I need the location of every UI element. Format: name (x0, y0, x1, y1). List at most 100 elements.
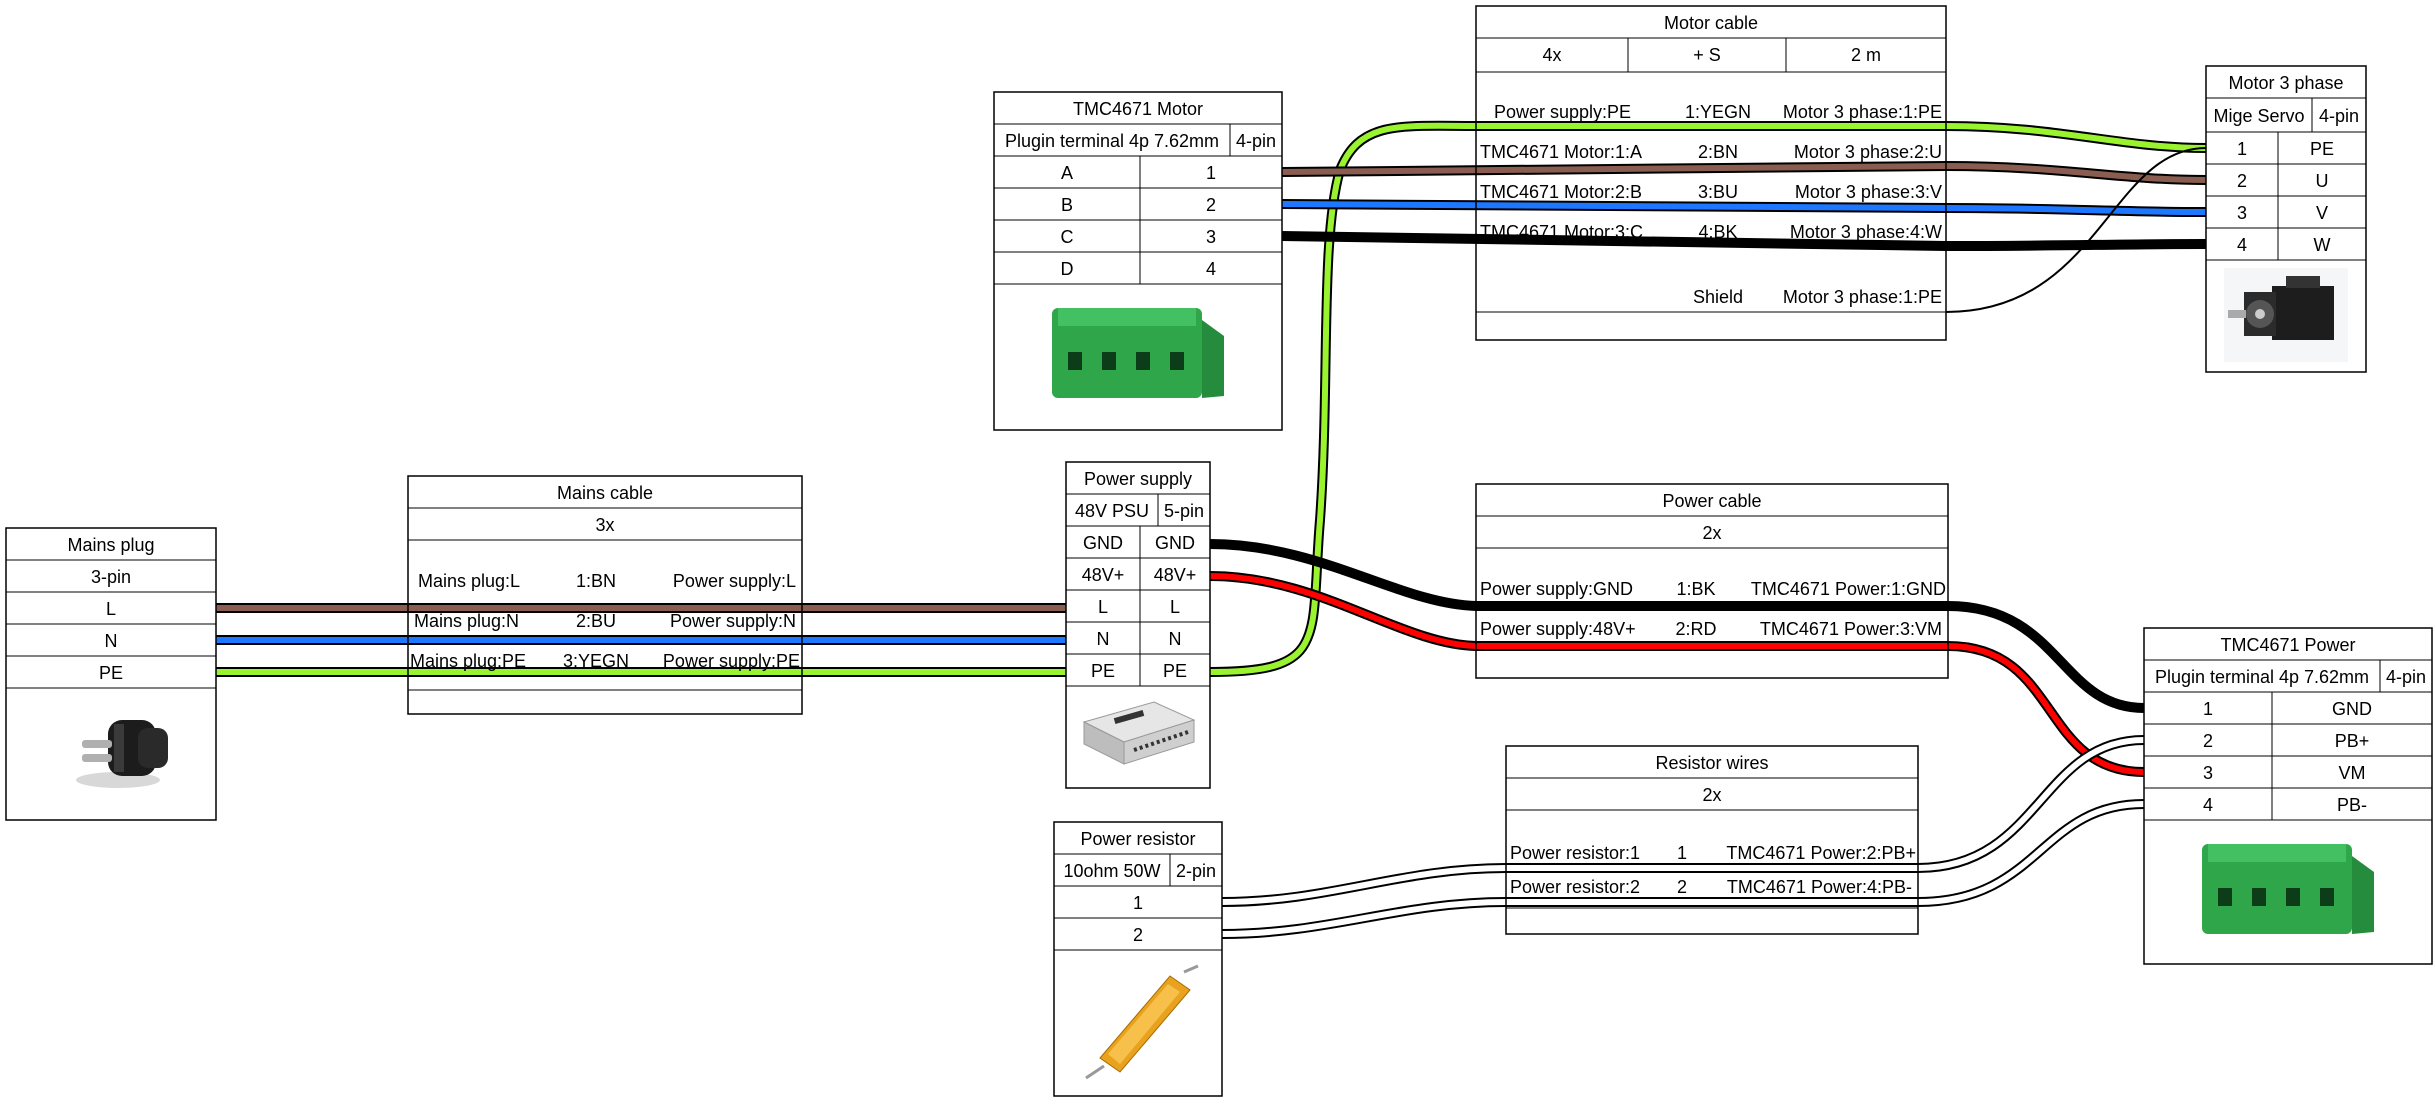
wire-to: TMC4671 Power:1:GND (1751, 579, 1946, 599)
wire-from: Power resistor:2 (1510, 877, 1640, 897)
connector-title: Mains plug (67, 535, 154, 555)
connector-type: 10ohm 50W (1063, 861, 1160, 881)
cable-title: Power cable (1662, 491, 1761, 511)
wire-to: Motor 3 phase:2:U (1794, 142, 1942, 162)
pin-label: PE (99, 663, 123, 683)
pin-label: 4 (2203, 795, 2213, 815)
connector-mains-plug: Mains plug 3-pin L N PE (5, 527, 217, 821)
shield-to: Motor 3 phase:1:PE (1783, 287, 1942, 307)
cable-mains: Mains cable 3x Mains plug:L 1:BN Power s… (407, 475, 803, 715)
wire-from: Mains plug:N (414, 611, 519, 631)
pin-label: N (105, 631, 118, 651)
pin-label: PB+ (2335, 731, 2370, 751)
pin-label: 1 (2203, 699, 2213, 719)
pin-label: 1 (1206, 163, 1216, 183)
pin-label: 2 (2237, 171, 2247, 191)
wire-label: 1:BK (1676, 579, 1715, 599)
wire-to: Power supply:L (673, 571, 796, 591)
cable-title: Motor cable (1664, 13, 1758, 33)
wire-to: TMC4671 Power:3:VM (1760, 619, 1942, 639)
wire-to: Power supply:PE (663, 651, 800, 671)
wire-label: 1:YEGN (1685, 102, 1751, 122)
wire-label: 2:BN (1698, 142, 1738, 162)
wire-from: Power supply:GND (1480, 579, 1633, 599)
wire-motor-w (1281, 231, 2207, 252)
pin-label: GND (2332, 699, 2372, 719)
green-terminal-image (1052, 308, 1224, 398)
wire-label: 1 (1677, 843, 1687, 863)
cable-spec: 2 m (1851, 45, 1881, 65)
wire-from: Mains plug:L (418, 571, 520, 591)
pin-label: PE (1163, 661, 1187, 681)
wire-from: Power supply:PE (1494, 102, 1631, 122)
wire-to: TMC4671 Power:4:PB- (1727, 877, 1912, 897)
mains-plug-image (76, 720, 168, 788)
connector-tmc-motor: TMC4671 Motor Plugin terminal 4p 7.62mm … (993, 91, 1283, 431)
pin-label: L (106, 599, 116, 619)
wire-label: 4:BK (1698, 222, 1737, 242)
connector-type: Plugin terminal 4p 7.62mm (1005, 131, 1219, 151)
connector-type: Plugin terminal 4p 7.62mm (2155, 667, 2369, 687)
pin-label: L (1098, 597, 1108, 617)
wire-label: 2:BU (576, 611, 616, 631)
connector-subtitle: 3-pin (91, 567, 131, 587)
pin-label: 3 (1206, 227, 1216, 247)
wire-from: TMC4671 Motor:1:A (1480, 142, 1642, 162)
wire-motor-v (1281, 199, 2207, 217)
wire-motor-u (1281, 160, 2207, 185)
pin-label: C (1061, 227, 1074, 247)
wire-from: Power resistor:1 (1510, 843, 1640, 863)
cable-title: Resistor wires (1655, 753, 1768, 773)
wire-label: 2 (1677, 877, 1687, 897)
wire-label: 2:RD (1675, 619, 1716, 639)
connector-title: TMC4671 Motor (1073, 99, 1203, 119)
pin-label: 48V+ (1082, 565, 1125, 585)
pin-label: GND (1155, 533, 1195, 553)
connector-pincount: 5-pin (1164, 501, 1204, 521)
wire-from: Mains plug:PE (410, 651, 526, 671)
wire-label: 3:YEGN (563, 651, 629, 671)
cable-resistor-wires: Resistor wires 2x Power resistor:1 1 TMC… (1505, 745, 1919, 935)
connector-power-resistor: Power resistor 10ohm 50W 2-pin 1 2 (1053, 821, 1223, 1097)
wire-label: 3:BU (1698, 182, 1738, 202)
pin-label: 48V+ (1154, 565, 1197, 585)
pin-label: GND (1083, 533, 1123, 553)
connector-tmc-power: TMC4671 Power Plugin terminal 4p 7.62mm … (2143, 627, 2433, 965)
pin-label: 1 (1133, 893, 1143, 913)
pin-label: W (2314, 235, 2331, 255)
pin-label: 1 (2237, 139, 2247, 159)
pin-label: 2 (1206, 195, 1216, 215)
pin-label: N (1169, 629, 1182, 649)
connector-pincount: 4-pin (2319, 106, 2359, 126)
pin-label: D (1061, 259, 1074, 279)
pin-label: N (1097, 629, 1110, 649)
cable-spec: 4x (1542, 45, 1561, 65)
cable-title: Mains cable (557, 483, 653, 503)
cable-power: Power cable 2x Power supply:GND 1:BK TMC… (1475, 483, 1949, 679)
wire-from: TMC4671 Motor:2:B (1480, 182, 1642, 202)
pin-label: B (1061, 195, 1073, 215)
pin-label: 2 (1133, 925, 1143, 945)
pin-label: PB- (2337, 795, 2367, 815)
pin-label: PE (2310, 139, 2334, 159)
wire-motor-shield (1945, 147, 2207, 313)
pin-label: A (1061, 163, 1073, 183)
resistor-image (1085, 964, 1199, 1080)
connector-title: Motor 3 phase (2228, 73, 2343, 93)
cable-spec: + S (1693, 45, 1721, 65)
connector-title: Power resistor (1080, 829, 1195, 849)
connector-pincount: 4-pin (2386, 667, 2426, 687)
cable-spec: 2x (1702, 785, 1721, 805)
connector-pincount: 4-pin (1236, 131, 1276, 151)
pin-label: PE (1091, 661, 1115, 681)
pin-label: 3 (2203, 763, 2213, 783)
pin-label: L (1170, 597, 1180, 617)
pin-label: 2 (2203, 731, 2213, 751)
pin-label: 3 (2237, 203, 2247, 223)
wire-from: TMC4671 Motor:3:C (1480, 222, 1643, 242)
wire-resistor-2 (1221, 799, 2145, 939)
connector-title: Power supply (1084, 469, 1192, 489)
connector-type: Mige Servo (2213, 106, 2304, 126)
pin-label: V (2316, 203, 2328, 223)
